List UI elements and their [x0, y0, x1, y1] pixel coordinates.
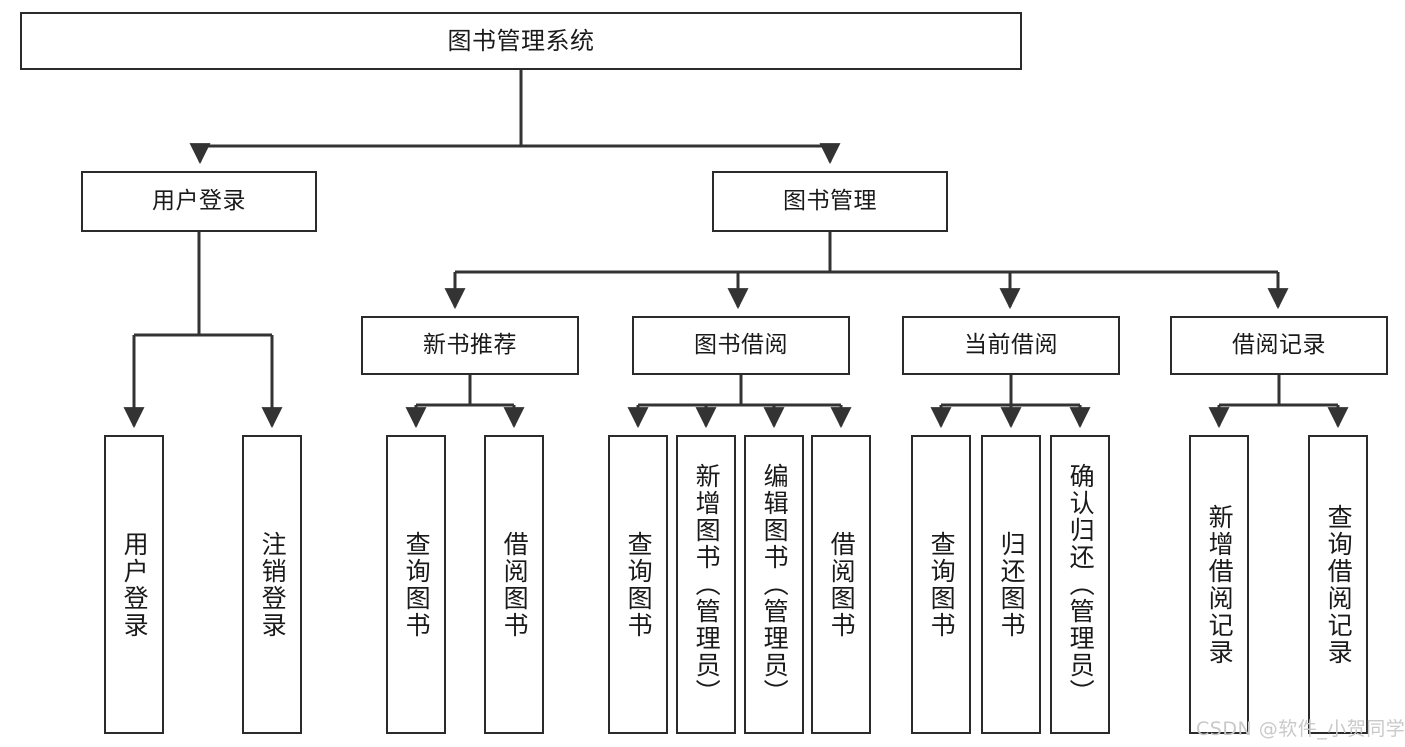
node-label: 新书推荐 [423, 331, 517, 358]
node-label: 确认归还（管理员） [1066, 463, 1096, 706]
node-label: 新增图书（管理员） [692, 463, 722, 706]
node-label: 借阅记录 [1232, 331, 1326, 358]
node-label: 查询借阅记录 [1324, 503, 1354, 666]
leaf-add-book[interactable]: 新增图书（管理员） [676, 435, 736, 734]
node-root-system[interactable]: 图书管理系统 [20, 12, 1022, 70]
leaf-user-login[interactable]: 用户登录 [104, 435, 164, 734]
leaf-borrow-book-1[interactable]: 借阅图书 [484, 435, 544, 734]
node-label: 查询图书 [402, 530, 432, 639]
node-label: 当前借阅 [964, 331, 1058, 358]
node-label: 用户登录 [120, 530, 150, 639]
node-borrow-record[interactable]: 借阅记录 [1170, 316, 1388, 375]
leaf-edit-book[interactable]: 编辑图书（管理员） [744, 435, 804, 734]
leaf-user-logout[interactable]: 注销登录 [242, 435, 302, 734]
leaf-return-book[interactable]: 归还图书 [981, 435, 1041, 734]
leaf-query-book-2[interactable]: 查询图书 [608, 435, 668, 734]
leaf-confirm-return[interactable]: 确认归还（管理员） [1050, 435, 1110, 734]
leaf-query-borrow-record[interactable]: 查询借阅记录 [1308, 435, 1368, 734]
node-label: 编辑图书（管理员） [760, 463, 790, 706]
leaf-borrow-book-2[interactable]: 借阅图书 [811, 435, 871, 734]
node-user-login[interactable]: 用户登录 [81, 171, 317, 232]
node-label: 借阅图书 [500, 530, 530, 639]
node-label: 新增借阅记录 [1205, 503, 1235, 666]
node-new-book-recommend[interactable]: 新书推荐 [361, 316, 579, 375]
node-label: 图书管理 [783, 187, 877, 214]
node-book-management[interactable]: 图书管理 [712, 171, 948, 232]
leaf-query-book-1[interactable]: 查询图书 [386, 435, 446, 734]
node-label: 归还图书 [997, 530, 1027, 639]
node-label: 查询图书 [624, 530, 654, 639]
node-label: 图书借阅 [694, 331, 788, 358]
node-label: 用户登录 [152, 187, 246, 214]
node-label: 查询图书 [927, 530, 957, 639]
node-label: 图书管理系统 [447, 26, 595, 55]
leaf-query-book-3[interactable]: 查询图书 [911, 435, 971, 734]
node-label: 注销登录 [258, 530, 288, 639]
csdn-watermark: CSDN @软件_小贺同学 [1196, 718, 1405, 740]
node-book-borrow[interactable]: 图书借阅 [632, 316, 850, 375]
node-label: 借阅图书 [827, 530, 857, 639]
leaf-add-borrow-record[interactable]: 新增借阅记录 [1189, 435, 1249, 734]
node-current-borrow[interactable]: 当前借阅 [902, 316, 1120, 375]
